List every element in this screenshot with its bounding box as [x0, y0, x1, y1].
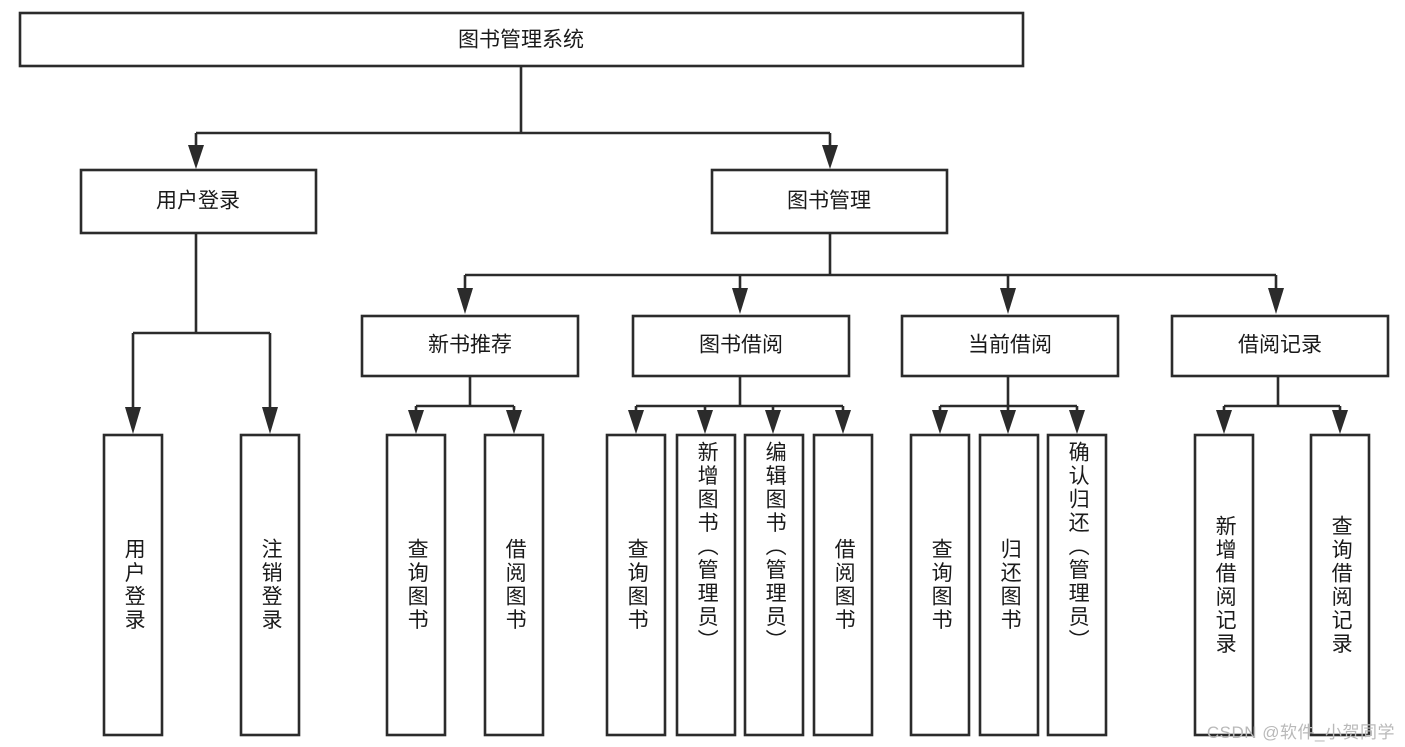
node-current-borrow-label: 当前借阅	[968, 334, 1052, 357]
arrow-head-borrowrecord-leaf-2	[1332, 410, 1348, 434]
arrow-head-borrowrecord-leaf-1	[1216, 410, 1232, 434]
arrow-head-book-manage	[822, 145, 838, 169]
arrow-head-newbook-leaf-1	[408, 410, 424, 434]
arrow-head-user-login	[188, 145, 204, 169]
arrow-head-bookborrow-leaf-1	[628, 410, 644, 434]
node-book-borrow-box[interactable]	[631, 314, 851, 378]
watermark-text: CSDN @软件_小贺同学	[1206, 723, 1395, 742]
node-root-box[interactable]	[18, 11, 1025, 68]
node-book-borrow-label: 图书借阅	[699, 334, 783, 357]
leaf-box-book-borrow-0[interactable]	[605, 433, 667, 737]
arrow-head-current-borrow	[1000, 288, 1016, 314]
arrow-head-borrow-record	[1268, 288, 1284, 314]
leaf-box-book-borrow-3[interactable]	[812, 433, 874, 737]
node-borrow-record-label: 借阅记录	[1238, 334, 1322, 357]
arrow-head-currentborrow-leaf-1	[932, 410, 948, 434]
connectors-group	[125, 66, 1348, 434]
leaf-box-new-book-1[interactable]	[483, 433, 545, 737]
leaf-box-user-login-1[interactable]	[239, 433, 301, 737]
node-user-login-label: 用户登录	[156, 190, 240, 213]
arrow-head-leaf-user-login	[125, 407, 141, 434]
node-new-book-recommend-label: 新书推荐	[428, 334, 512, 357]
node-borrow-record-box[interactable]	[1170, 314, 1390, 378]
leaf-box-user-login-0[interactable]	[102, 433, 164, 737]
arrow-head-currentborrow-leaf-3	[1069, 410, 1085, 434]
arrow-head-book-borrow	[732, 288, 748, 314]
arrow-head-currentborrow-leaf-2	[1000, 410, 1016, 434]
arrow-head-new-book	[457, 288, 473, 314]
leaf-box-borrow-record-0[interactable]	[1193, 433, 1255, 737]
leaf-box-book-borrow-2[interactable]	[743, 433, 805, 737]
leaf-box-borrow-record-1[interactable]	[1309, 433, 1371, 737]
arrow-head-bookborrow-leaf-3	[765, 410, 781, 434]
node-current-borrow-box[interactable]	[900, 314, 1120, 378]
leaf-box-book-borrow-1[interactable]	[675, 433, 737, 737]
leaf-box-current-borrow-0[interactable]	[909, 433, 971, 737]
leaf-box-current-borrow-1[interactable]	[978, 433, 1040, 737]
arrow-head-bookborrow-leaf-2	[697, 410, 713, 434]
node-new-book-recommend-box[interactable]	[360, 314, 580, 378]
arrow-head-bookborrow-leaf-4	[835, 410, 851, 434]
node-book-manage-box[interactable]	[710, 168, 949, 235]
leaf-box-current-borrow-2[interactable]	[1046, 433, 1108, 737]
node-user-login-box[interactable]	[79, 168, 318, 235]
node-book-manage-label: 图书管理	[787, 190, 871, 213]
node-root-label: 图书管理系统	[458, 29, 584, 52]
arrow-head-leaf-logout	[262, 407, 278, 434]
nodes-group: 图书管理系统 用户登录 图书管理 新书推荐 图书借阅 当前借阅 借阅记录	[18, 11, 1390, 737]
arrow-head-newbook-leaf-2	[506, 410, 522, 434]
leaf-box-new-book-0[interactable]	[385, 433, 447, 737]
